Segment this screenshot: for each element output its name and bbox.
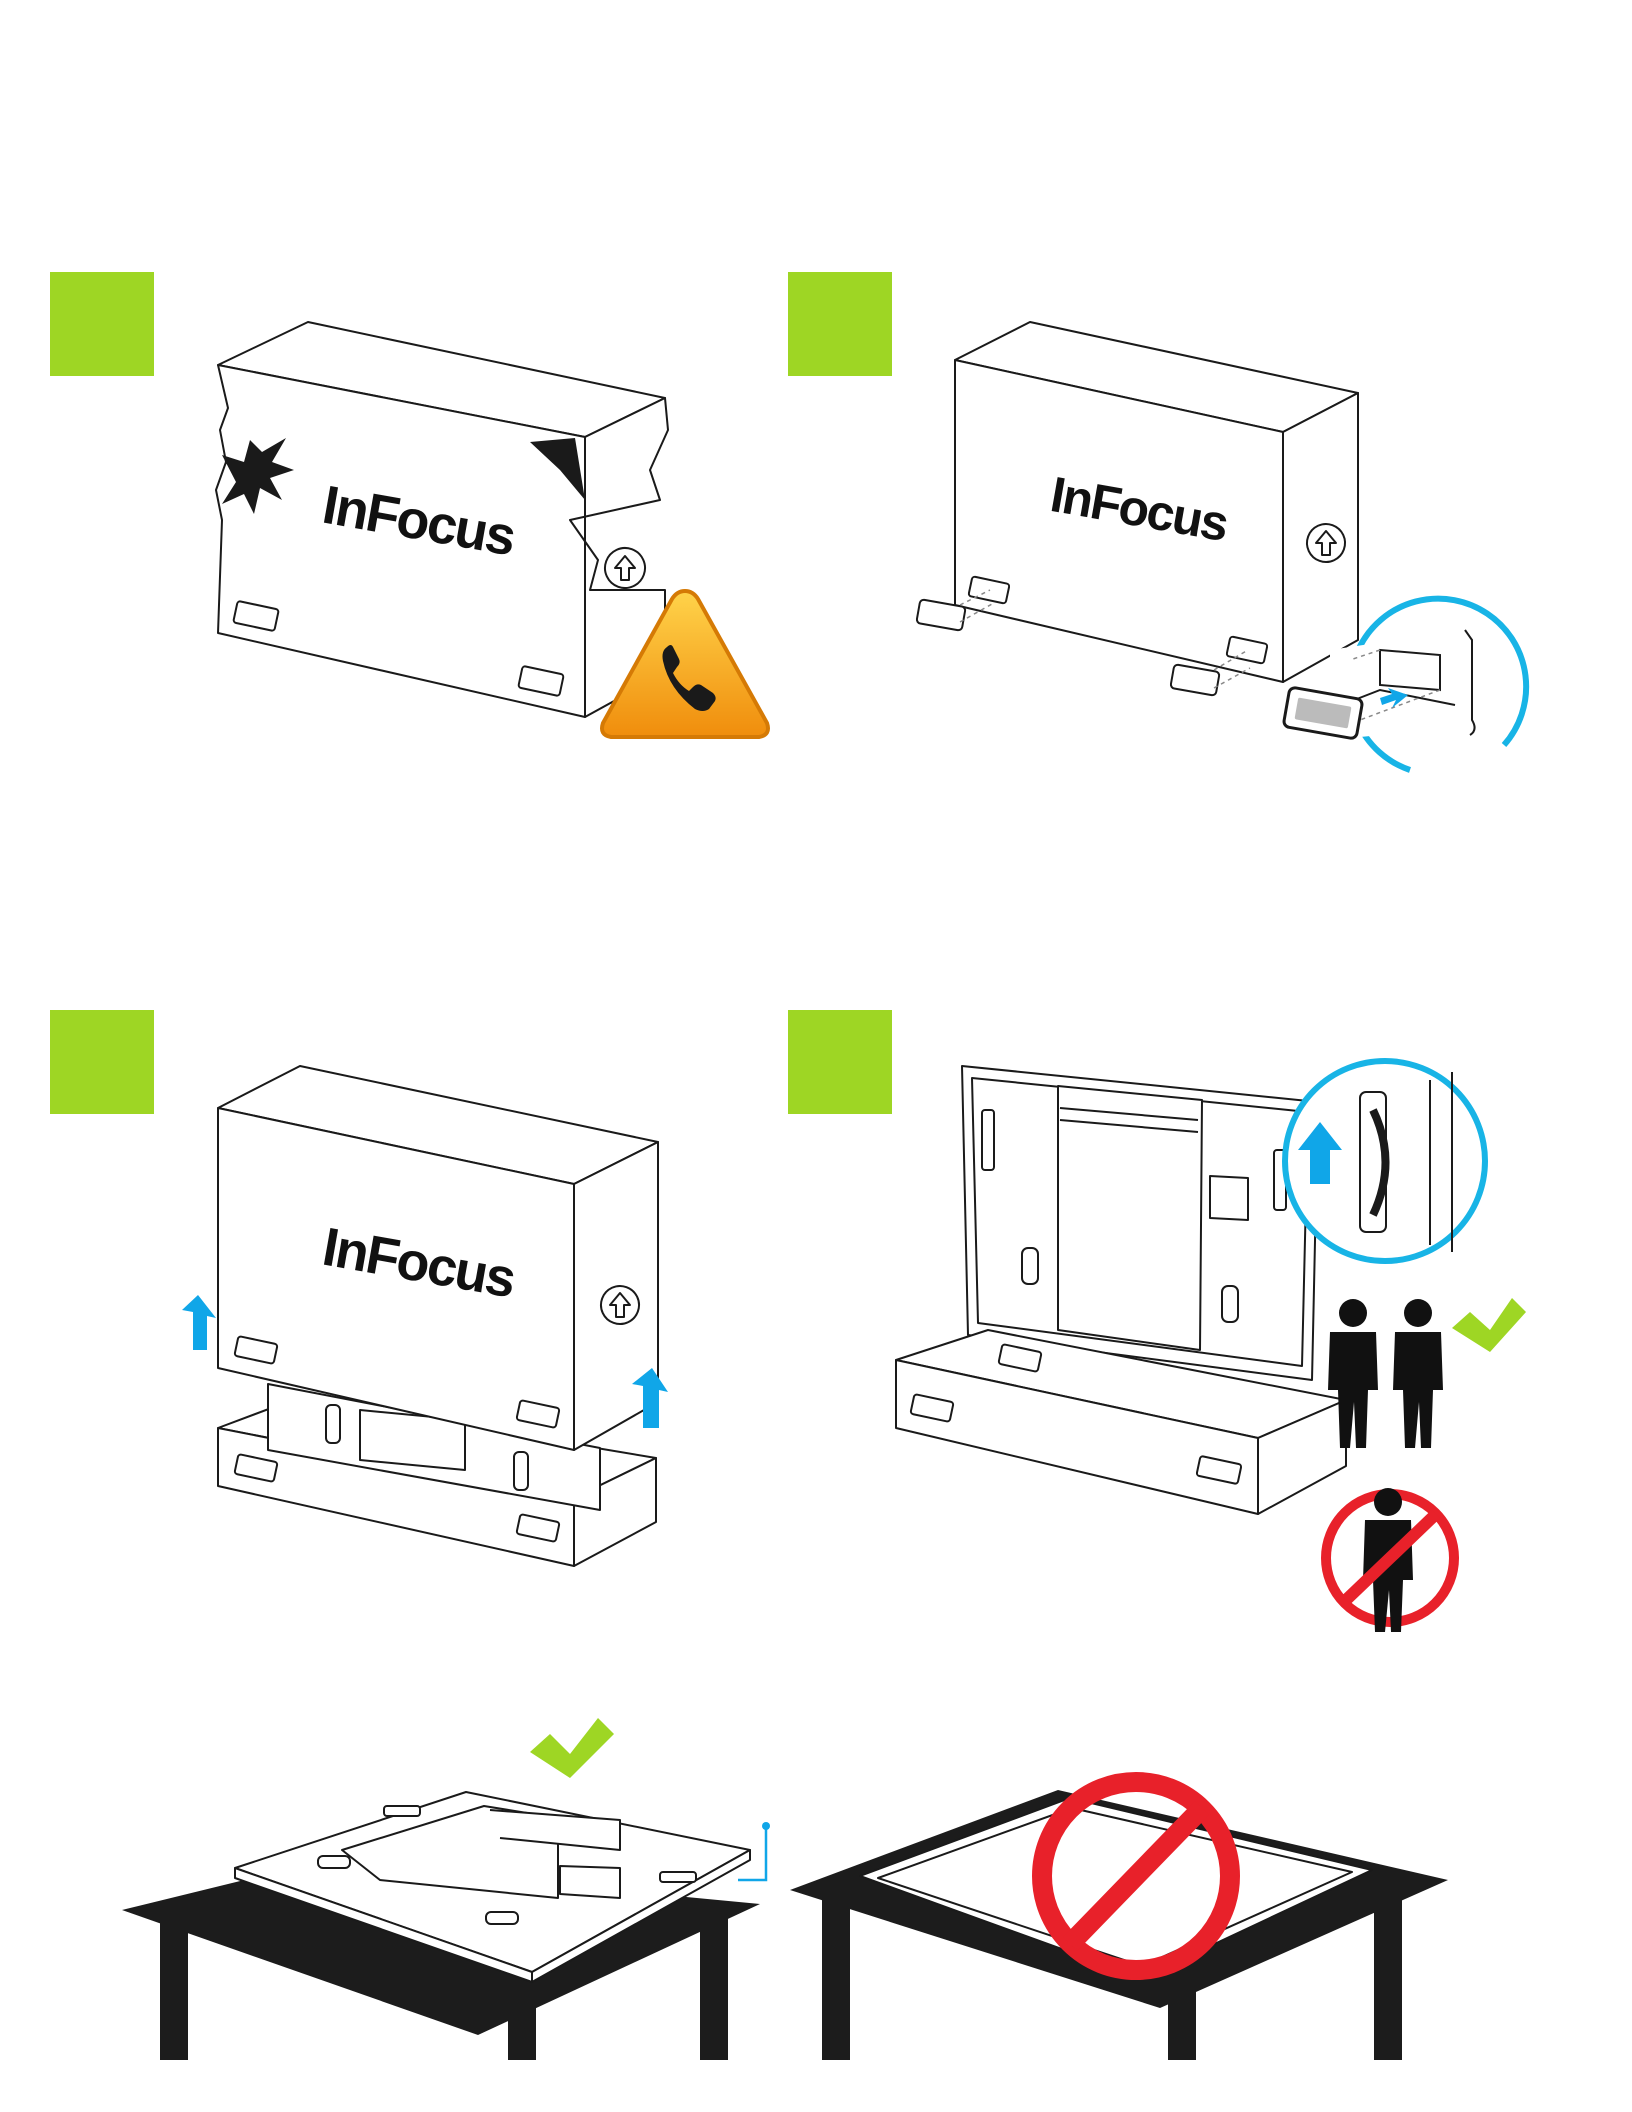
check-icon-face-up — [530, 1718, 614, 1778]
